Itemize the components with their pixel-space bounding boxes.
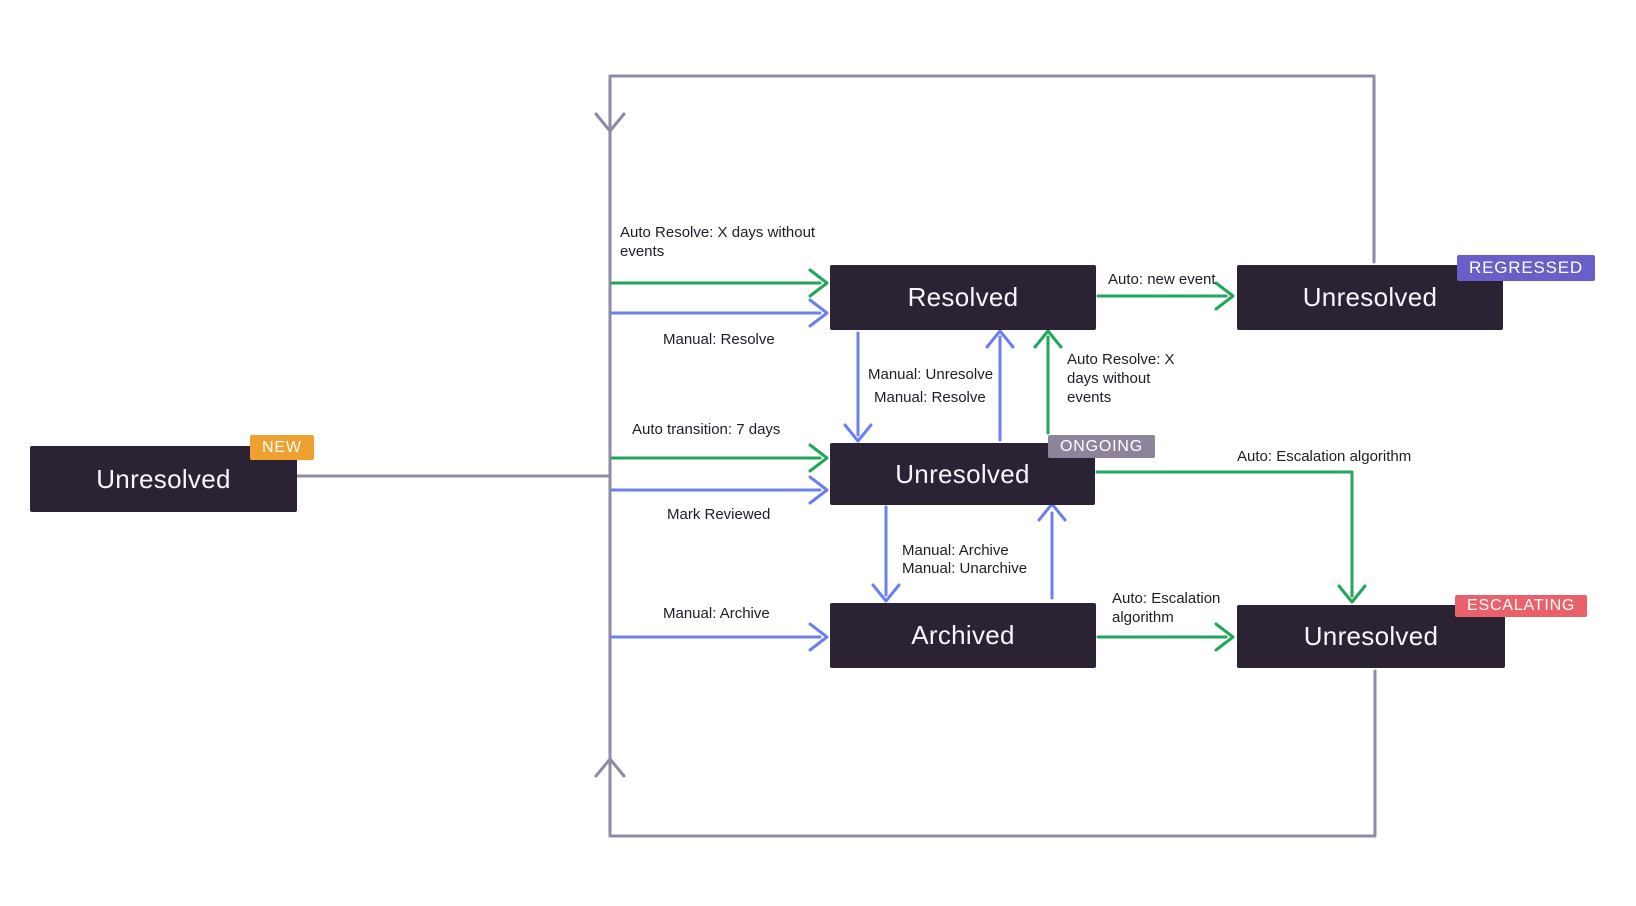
edge-label-manual-archive-mid: Manual: Archive [902, 542, 1009, 559]
status-badge-regressed: REGRESSED [1457, 255, 1595, 281]
edge-label-auto-escalation-top: Auto: Escalation algorithm [1237, 448, 1412, 465]
edge-label-auto-resolve-right: Auto Resolve: X days without events [1067, 351, 1175, 406]
node-label: Unresolved [96, 463, 231, 494]
manual-edges [610, 298, 1067, 652]
status-badge-escalating: ESCALATING [1455, 595, 1588, 617]
loop-edge [295, 74, 1377, 838]
edge-label-auto-resolve-top: Auto Resolve: X days without events [620, 224, 816, 260]
node-label: Unresolved [895, 458, 1030, 489]
edge-label-manual-resolve-top: Manual: Resolve [663, 331, 775, 348]
status-badge-ongoing: ONGOING [1048, 435, 1155, 458]
node-label: Unresolved [1303, 621, 1439, 651]
node-archived: Archived [830, 603, 1096, 668]
edge-label-mark-reviewed: Mark Reviewed [667, 506, 771, 523]
node-label: Archived [911, 620, 1015, 650]
node-label: Unresolved [1302, 282, 1438, 312]
node-resolved: Resolved [830, 265, 1096, 330]
auto-edges [610, 268, 1367, 652]
edge-label-manual-archive-bottom: Manual: Archive [663, 605, 770, 622]
node-unresolved-regressed: Unresolved [1237, 265, 1503, 330]
edge-label-auto-escalation-bottom: Auto: Escalation algorithm [1112, 590, 1221, 626]
edge-label-manual-resolve-mid: Manual: Resolve [874, 389, 986, 406]
edge-label-auto-new-event: Auto: new event [1108, 271, 1216, 288]
status-badge-new: NEW [250, 435, 314, 460]
edge-label-manual-unarchive: Manual: Unarchive [902, 560, 1028, 577]
edge-label-auto-transition: Auto transition: 7 days [632, 421, 781, 438]
edge-label-manual-unresolve: Manual: Unresolve [868, 366, 994, 383]
node-label: Resolved [907, 282, 1019, 312]
node-unresolved-escalating: Unresolved [1237, 605, 1505, 668]
